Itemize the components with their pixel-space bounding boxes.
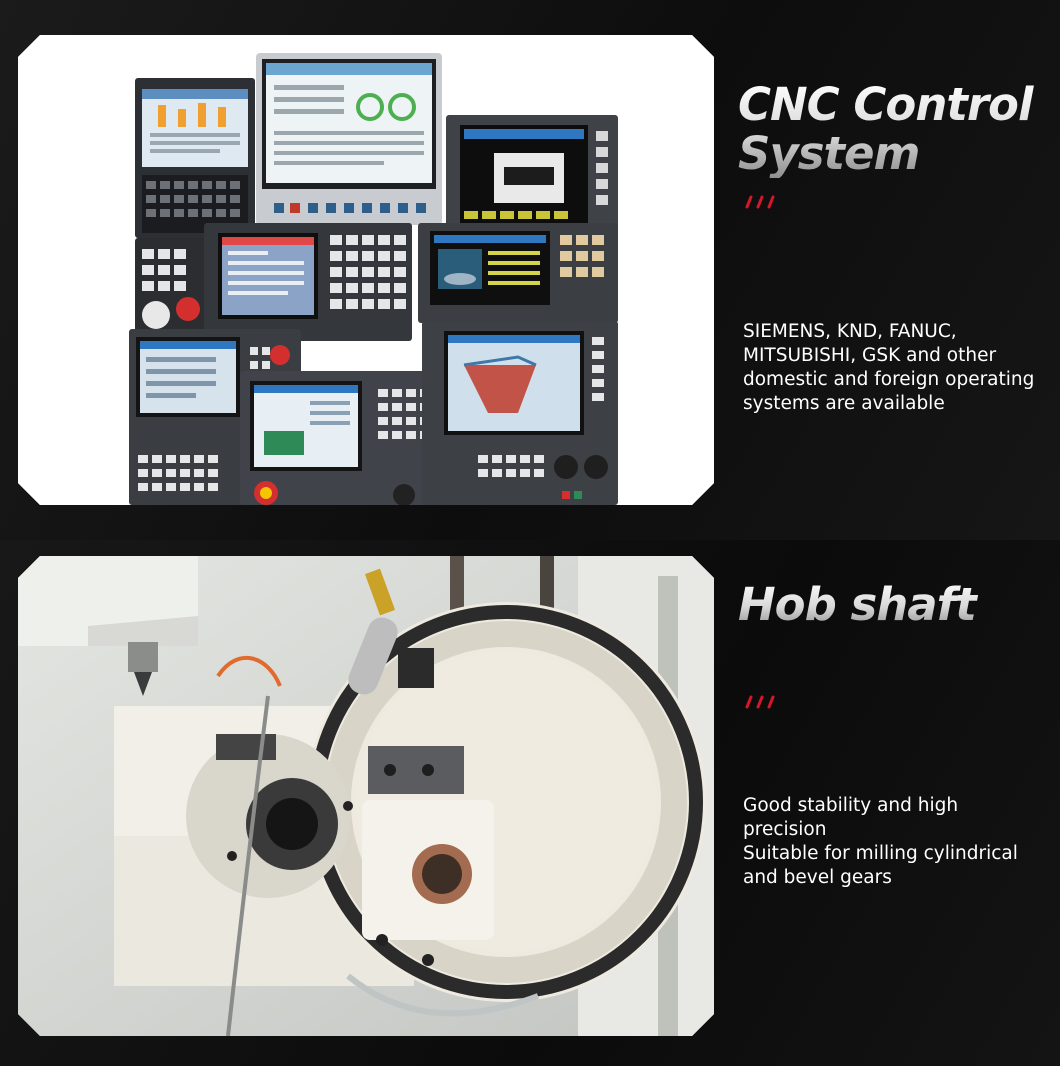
hob-shaft-description: Good stability and high precision Suitab… xyxy=(743,794,1043,890)
control-panel-e xyxy=(204,223,412,341)
hob-shaft-feature-2: Suitable for milling cylindrical and bev… xyxy=(743,843,1018,888)
control-panel-h xyxy=(240,371,470,505)
accent-slashes-icon xyxy=(745,695,775,709)
hob-shaft-machine-image xyxy=(18,556,714,1036)
control-panel-i xyxy=(422,321,618,505)
accent-slashes-icon xyxy=(745,195,775,209)
control-panel-d xyxy=(135,238,225,338)
cnc-control-system-heading: CNC Control System xyxy=(738,80,1048,178)
hob-shaft-heading: Hob shaft xyxy=(738,580,1048,629)
hob-shaft-feature-1: Good stability and high precision xyxy=(743,795,959,840)
control-panel-b xyxy=(256,53,442,225)
control-panel-a xyxy=(135,78,255,238)
control-panel-f xyxy=(418,223,618,323)
cnc-control-panels-image xyxy=(18,35,714,505)
cnc-control-system-description: SIEMENS, KND, FANUC, MITSUBISHI, GSK and… xyxy=(743,321,1035,414)
